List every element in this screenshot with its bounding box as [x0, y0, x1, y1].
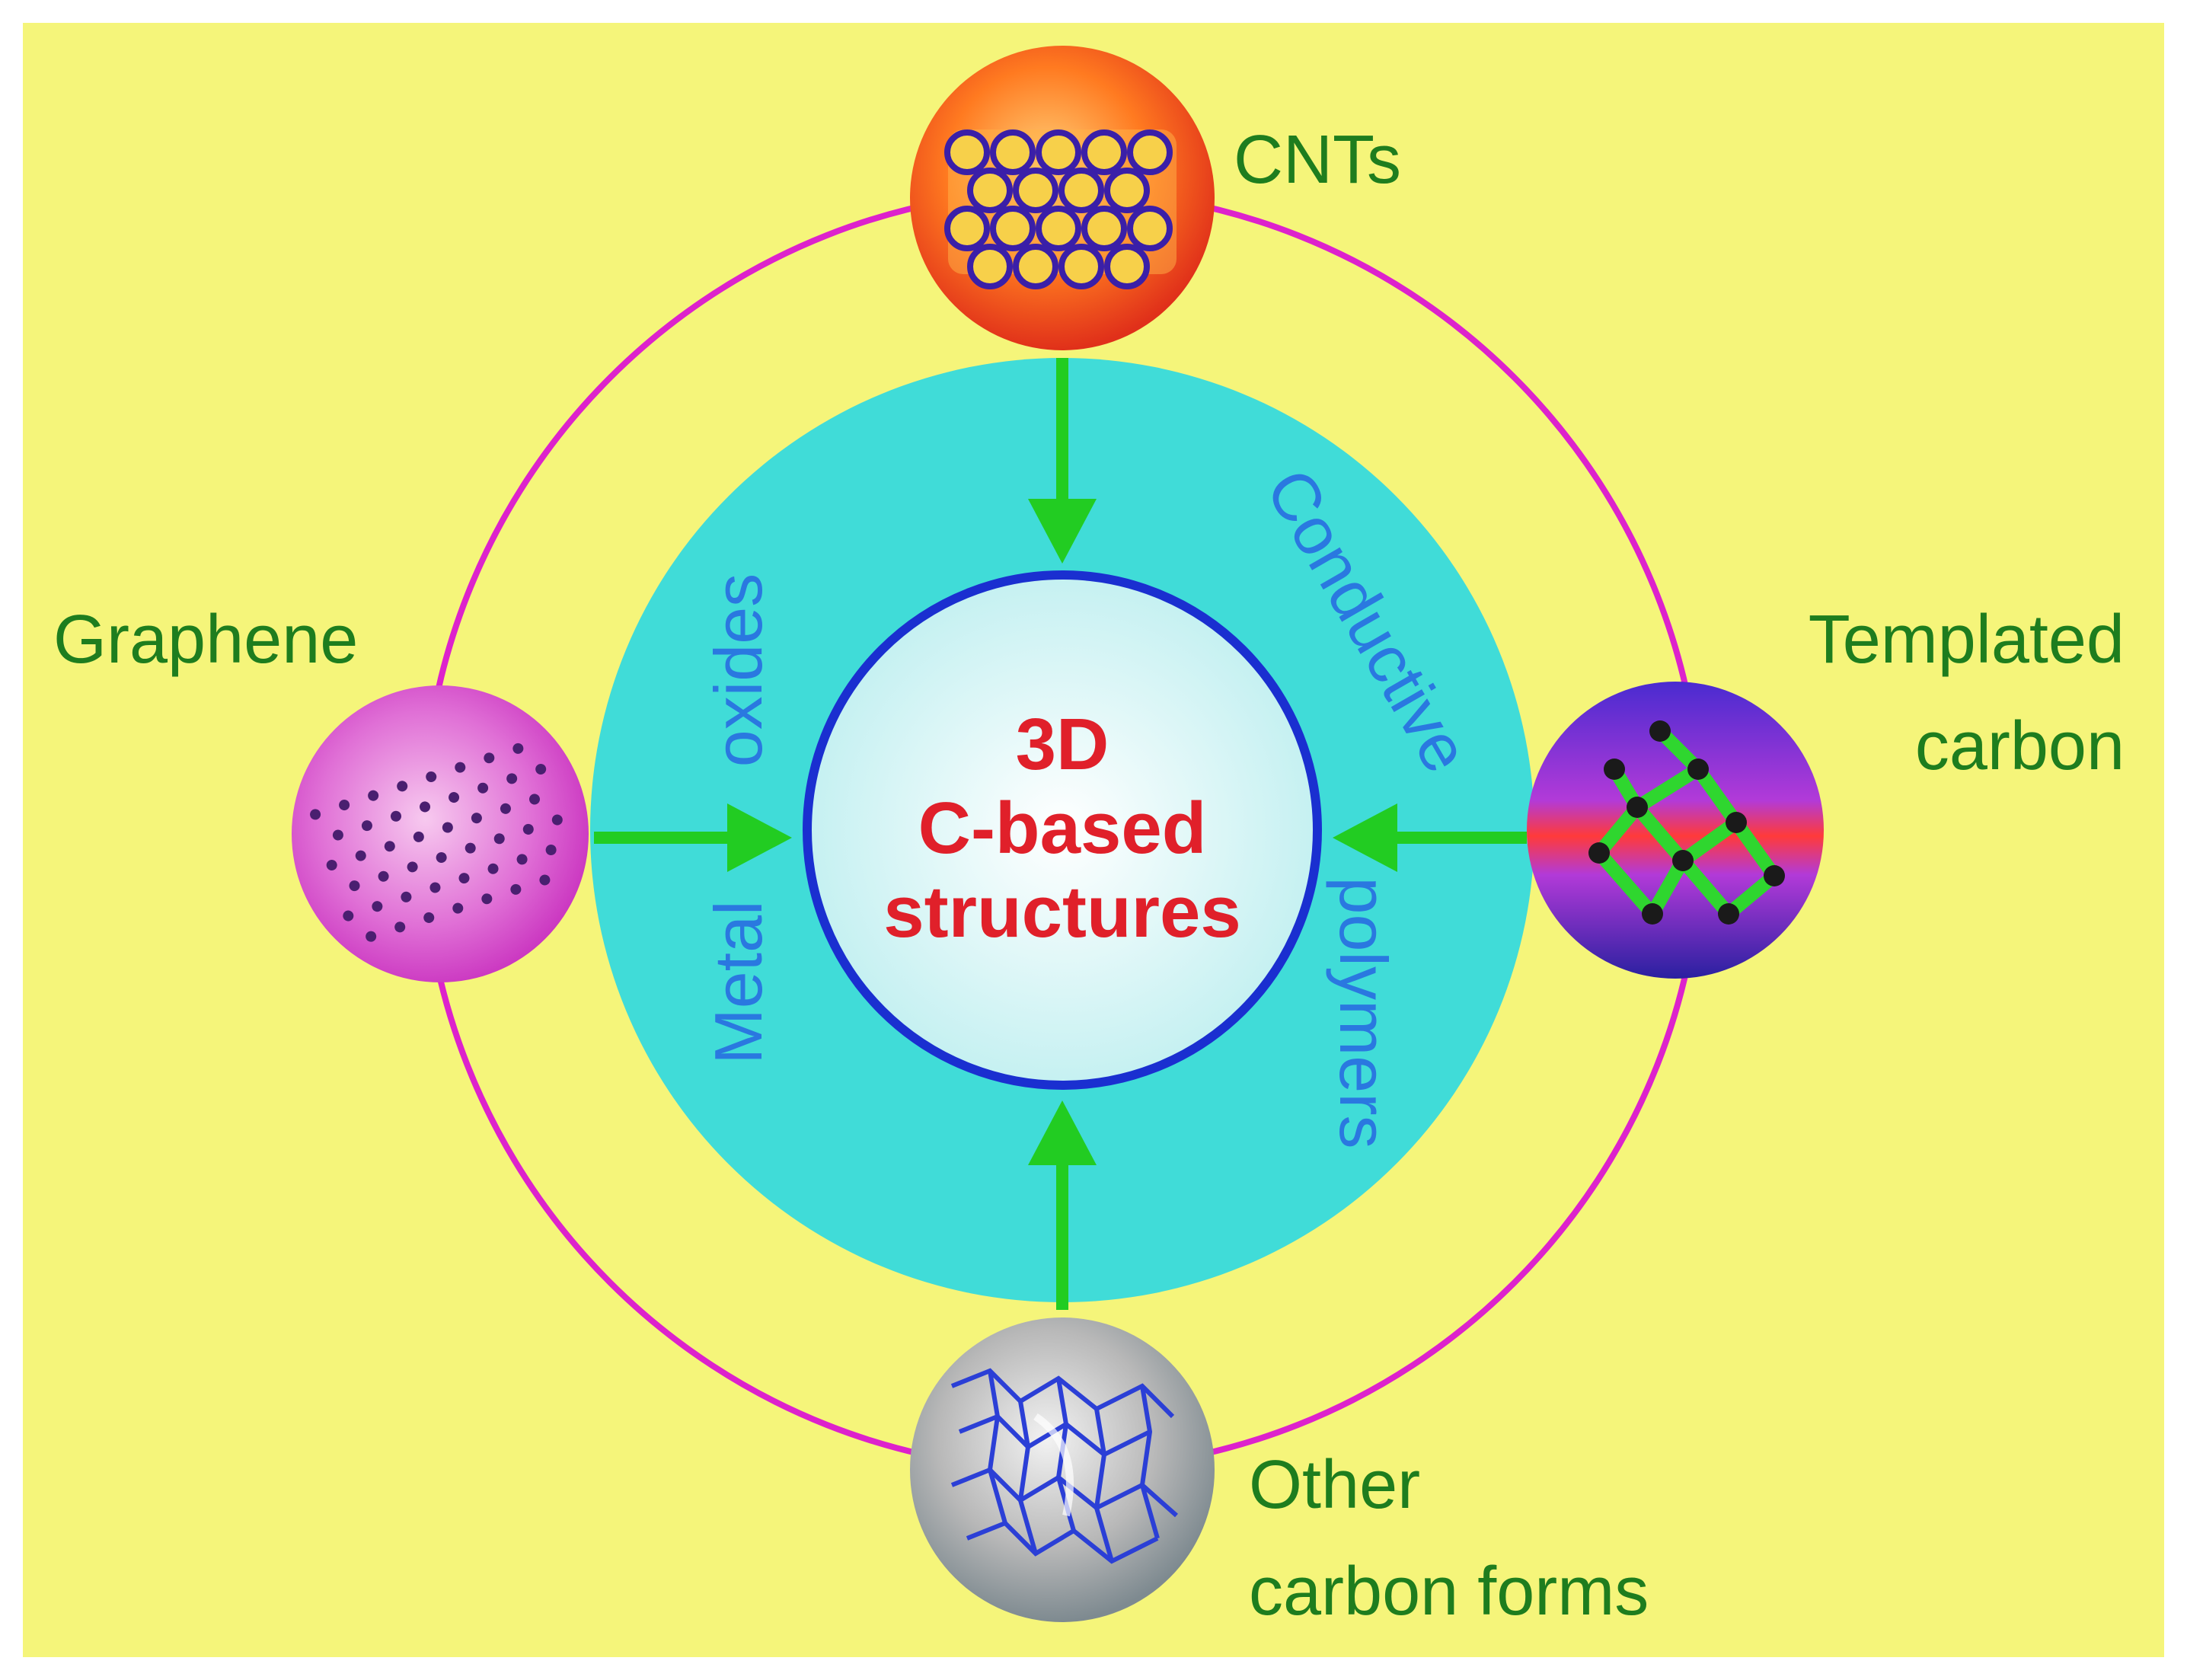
- other-carbon-forms-node: [910, 1317, 1215, 1622]
- templated-carbon-node: [1527, 682, 1824, 979]
- arrow-bottom: [1028, 1100, 1097, 1310]
- center-line-1: 3D: [1016, 704, 1109, 785]
- arrow-right: [1333, 803, 1527, 872]
- oxides-label: oxides: [701, 573, 776, 767]
- nanotube-icon: [944, 129, 1177, 289]
- molecular-framework-icon: [1588, 720, 1785, 925]
- center-line-2: C-based: [918, 787, 1207, 869]
- center-line-3: structures: [883, 871, 1241, 953]
- graphene-lattice-icon: [310, 743, 563, 942]
- polymers-label: polymers: [1326, 877, 1401, 1149]
- center-label: 3D C-based structures: [883, 704, 1241, 953]
- graphene-node: [292, 685, 589, 982]
- arrow-top: [1028, 358, 1097, 564]
- metal-oxides-label: Metal oxides: [701, 573, 776, 1065]
- arrow-left: [594, 803, 792, 872]
- porous-network-icon: [950, 1368, 1178, 1564]
- center-circle: [803, 570, 1322, 1090]
- other-label-line-1: Other: [1249, 1447, 1420, 1523]
- metal-label: Metal: [701, 900, 776, 1064]
- templated-label-line-1: Templated: [1809, 602, 2125, 678]
- cnt-node: [910, 46, 1215, 350]
- graphene-label: Graphene: [53, 602, 358, 678]
- cnts-label: CNTs: [1234, 122, 1401, 198]
- templated-label-line-2: carbon: [1915, 708, 2125, 784]
- other-label-line-2: carbon forms: [1249, 1554, 1649, 1630]
